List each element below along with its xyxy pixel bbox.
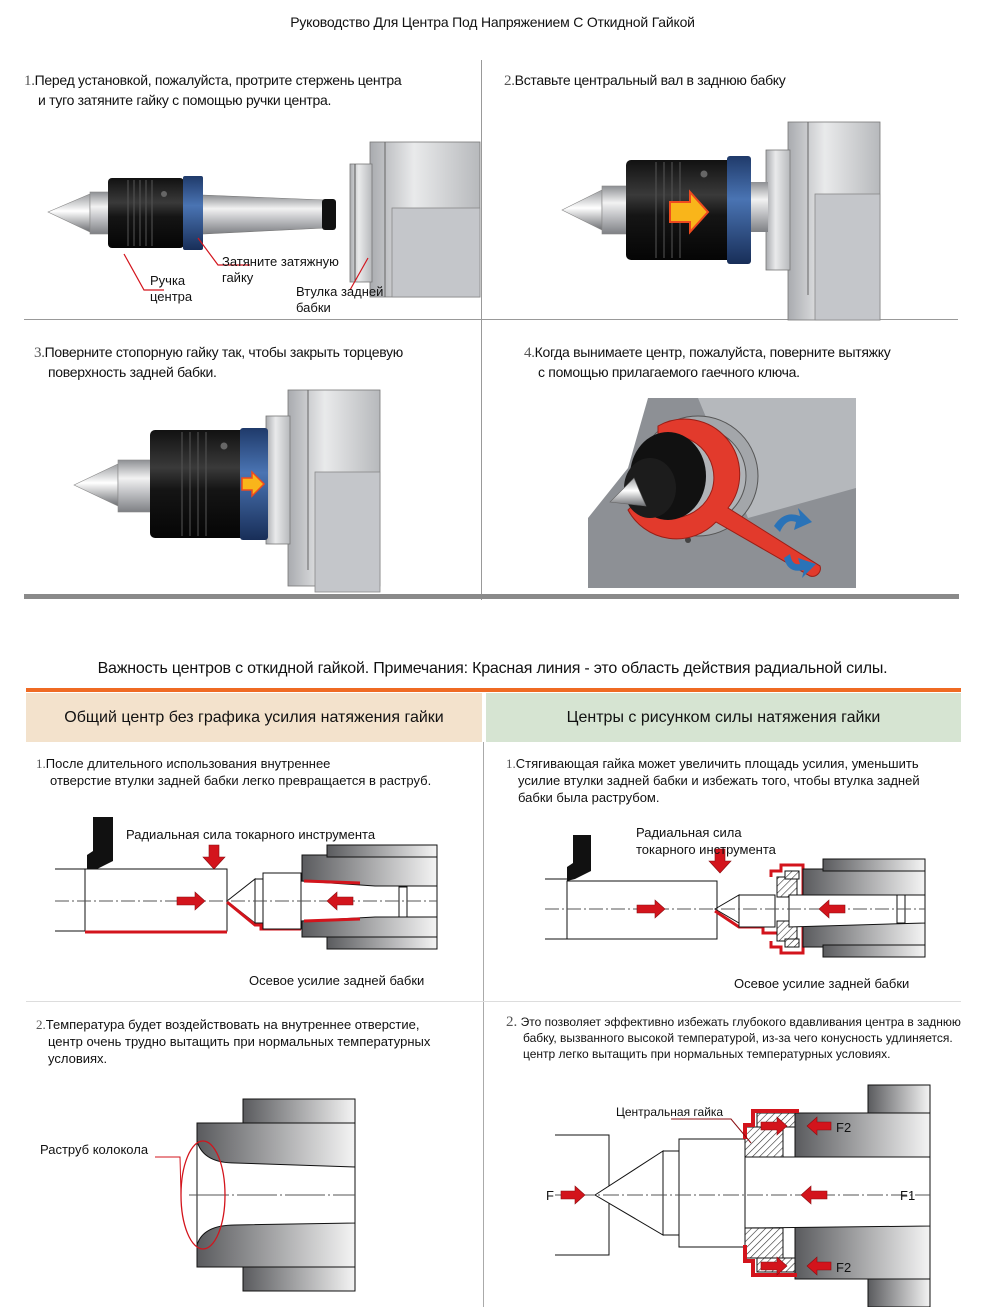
radial-force-arrow-icon: [708, 848, 732, 874]
nut-center-force-diagram: [545, 835, 926, 958]
step-1-illustration: [47, 141, 481, 298]
nut-center-item-2-text: 2. Это позволяет эффективно избежать глу…: [506, 1014, 961, 1061]
item-number: 2.: [36, 1017, 46, 1032]
force-area-outline: [743, 1109, 799, 1139]
step-3-illustration: [73, 389, 381, 593]
insert-arrow-icon: [669, 189, 710, 235]
item-number: 1.: [506, 756, 516, 771]
force-arrow-f2-bottom-icon: [806, 1256, 832, 1276]
axial-force-arrow-icon: [818, 899, 846, 919]
step-4-text: 4.Когда вынимаете центр, пожалуйста, пов…: [524, 344, 891, 380]
callout-handle: Ручка центра: [150, 273, 193, 304]
step-2-illustration: [561, 121, 881, 321]
quadrant-divider-horizontal: [24, 319, 958, 320]
item-number: 1.: [36, 756, 46, 771]
column-header-nut-center: Центры с рисунком силы натяжения гайки: [486, 693, 961, 742]
rotate-arrow-icon: [784, 554, 816, 578]
quadrant-divider-vertical: [481, 60, 482, 600]
accent-divider: [26, 688, 961, 692]
tailstock-housing: [349, 141, 481, 298]
label-radial-force: Радиальная сила токарного инструмента: [126, 827, 376, 842]
center-handle-body: [108, 178, 184, 248]
label-force-f2-bottom: F2: [836, 1260, 852, 1275]
top-section-bottom-bar: [24, 594, 959, 599]
row-divider: [26, 1001, 961, 1002]
label-radial-force: Радиальная сила токарного инструмента: [636, 825, 776, 857]
column-header-common-center: Общий центр без графика усилия натяжения…: [26, 693, 482, 742]
step-number: 4.: [524, 345, 535, 361]
center-tip: [47, 193, 91, 233]
item-number: 2.: [506, 1014, 518, 1030]
rotate-nut-arrow-icon: [241, 470, 266, 498]
cutting-tool-icon: [567, 835, 591, 881]
step-number: 3.: [34, 345, 45, 361]
step-2-text: 2.Вставьте центральный вал в заднюю бабк…: [504, 72, 786, 89]
common-center-force-diagram: [55, 817, 438, 950]
page-title: Руководство Для Центра Под Напряжением С…: [290, 14, 695, 30]
tension-nut: [183, 176, 203, 250]
rotate-arrow-icon: [774, 508, 812, 532]
step-number: 1.: [24, 73, 35, 89]
column-divider: [483, 742, 484, 1307]
bell-mouth-diagram: [155, 1098, 356, 1292]
force-arrow-f2-top-icon: [806, 1116, 832, 1136]
wrench-icon: [627, 418, 821, 577]
step-number: 2.: [504, 73, 515, 89]
label-center-nut: Центральная гайка: [616, 1105, 724, 1119]
cutting-tool-icon: [87, 817, 113, 871]
label-force-f: F: [546, 1188, 554, 1203]
nut-force-distribution-diagram: [555, 1084, 931, 1307]
force-arrow-f-icon: [560, 1185, 586, 1205]
axial-force-arrow-icon: [326, 891, 354, 911]
axial-force-arrow-icon: [636, 899, 666, 919]
step-4-illustration: [588, 398, 856, 588]
importance-heading: Важность центров с откидной гайкой. Прим…: [97, 660, 888, 677]
label-axial-force: Осевое усилие задней бабки: [249, 973, 425, 988]
taper-shank: [201, 194, 336, 235]
radial-force-arrow-icon: [202, 844, 226, 870]
center-tip: [609, 477, 647, 507]
nut-center-item-1-text: 1.Стягивающая гайка может увеличить площ…: [506, 756, 920, 805]
label-axial-force: Осевое усилие задней бабки: [734, 976, 910, 991]
axial-force-arrow-icon: [176, 891, 206, 911]
callout-tailstock-sleeve: Втулка задней бабки: [296, 284, 384, 315]
common-center-item-1-text: 1.После длительного использования внутре…: [36, 756, 432, 788]
label-bell-mouth: Раструб колокола: [40, 1142, 149, 1157]
callout-tighten-nut: Затяните затяжную гайку: [222, 254, 339, 285]
label-force-f2-top: F2: [836, 1120, 852, 1135]
common-center-item-2-text: 2.Температура будет воздействовать на вн…: [36, 1017, 431, 1066]
tension-nut: [727, 156, 751, 264]
force-arrow-f1-icon: [800, 1185, 828, 1205]
step-3-text: 3.Поверните стопорную гайку так, чтобы з…: [34, 344, 403, 380]
label-force-f1: F1: [900, 1188, 916, 1203]
step-1-text: 1.Перед установкой, пожалуйста, протрите…: [24, 72, 402, 108]
